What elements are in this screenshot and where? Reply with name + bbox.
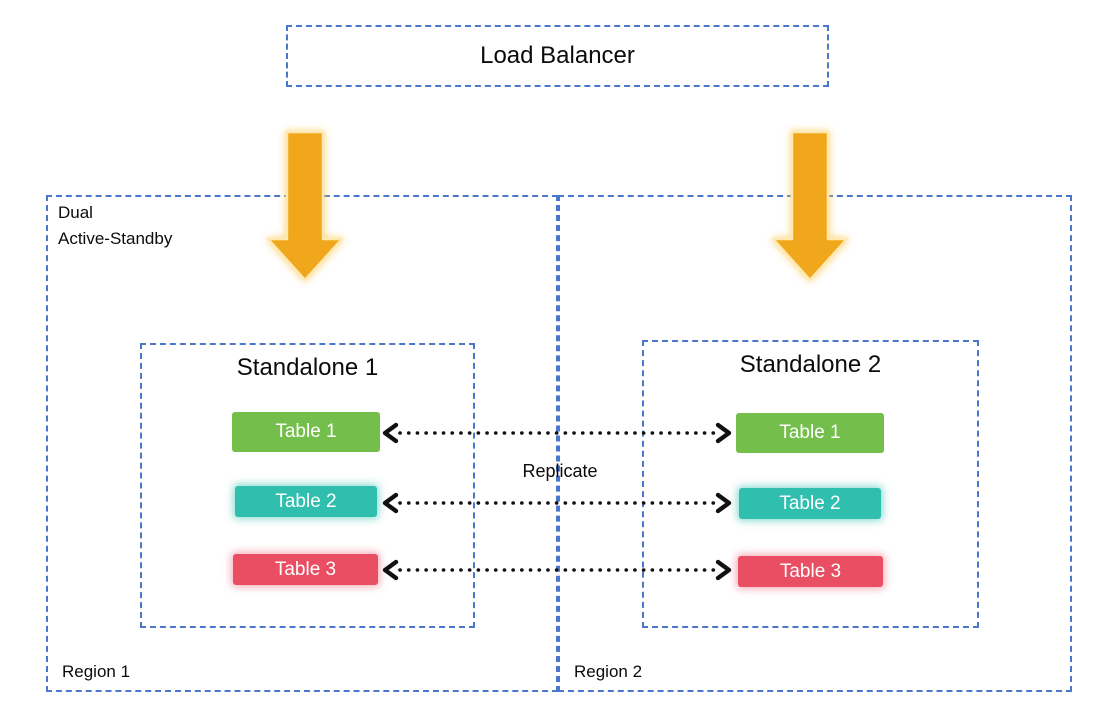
replicate-arrow-icon — [382, 492, 732, 514]
region-1-label: Region 1 — [62, 662, 131, 681]
load-balancer-box: Load Balancer — [286, 25, 829, 87]
standalone-2-box: Standalone 2 — [642, 340, 979, 628]
replicate-label: Replicate — [522, 461, 598, 481]
table-1-chip-standalone-2: Table 1 — [736, 413, 884, 453]
standalone-1-box: Standalone 1 — [140, 343, 475, 628]
note-line-1: Dual — [58, 203, 93, 222]
region-2-label: Region 2 — [574, 662, 643, 681]
table-1-chip-standalone-1: Table 1 — [232, 412, 380, 452]
standalone-1-title: Standalone 1 — [236, 354, 379, 381]
standalone-2-title: Standalone 2 — [739, 351, 882, 378]
load-balancer-label: Load Balancer — [480, 42, 635, 69]
replicate-arrow-icon — [382, 422, 732, 444]
replicate-arrow-icon — [382, 559, 732, 581]
table-3-chip-standalone-2: Table 3 — [738, 556, 883, 587]
table-2-chip-standalone-2: Table 2 — [739, 488, 881, 519]
note-line-2: Active-Standby — [58, 229, 173, 248]
down-arrow-icon — [771, 131, 849, 282]
table-2-chip-standalone-1: Table 2 — [235, 486, 377, 517]
dual-active-standby-note: Dual Active-Standby — [58, 200, 172, 252]
down-arrow-icon — [266, 131, 344, 282]
table-3-chip-standalone-1: Table 3 — [233, 554, 378, 585]
